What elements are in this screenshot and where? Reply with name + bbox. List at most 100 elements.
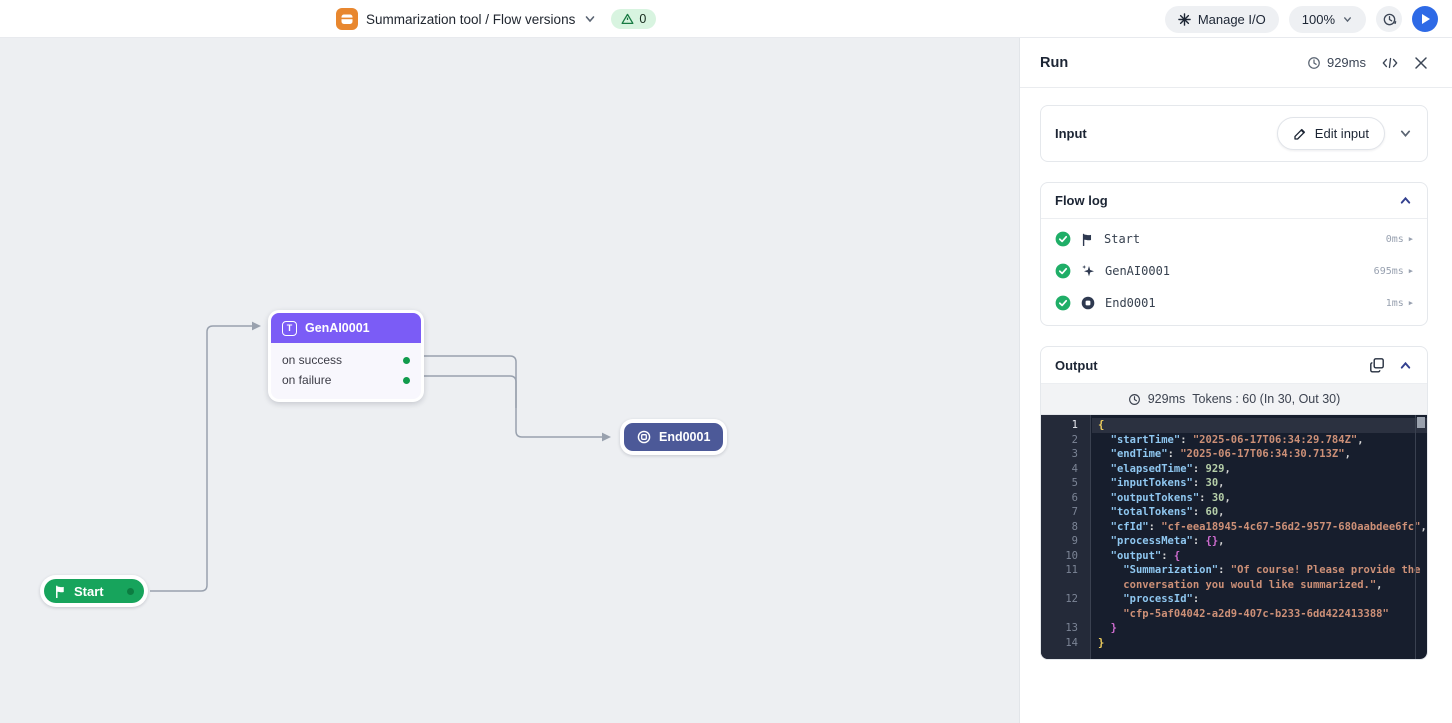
node-start[interactable]: Start [40, 575, 148, 607]
expand-triangle-icon: ▶ [1408, 235, 1413, 243]
copy-output-button[interactable] [1369, 357, 1385, 373]
code-gutter [1041, 415, 1091, 659]
chevron-down-icon [1344, 16, 1351, 22]
flow-log-node-duration[interactable]: 1ms▶ [1385, 297, 1413, 309]
code-line: 12 "processId": [1065, 593, 1200, 605]
node-genai-header[interactable]: T GenAI0001 [271, 313, 421, 343]
run-flow-button[interactable] [1412, 6, 1438, 32]
output-json-viewer[interactable]: 1{2 "startTime": "2025-06-17T06:34:29.78… [1041, 415, 1427, 659]
output-duration: 929ms [1147, 392, 1186, 406]
code-line: 7 "totalTokens": 60, [1071, 506, 1225, 518]
edit-input-label: Edit input [1314, 126, 1369, 141]
warning-triangle-icon [621, 13, 634, 24]
flow-log-collapse-chevron-up-icon[interactable] [1398, 193, 1413, 208]
port-on-success-label: on success [282, 353, 343, 367]
input-section-title: Input [1055, 126, 1087, 141]
play-icon [1422, 14, 1430, 24]
success-check-icon [1055, 295, 1071, 311]
code-line: 2 "startTime": "2025-06-17T06:34:29.784Z… [1071, 433, 1364, 446]
node-genai[interactable]: T GenAI0001 on success on failure [268, 310, 424, 402]
pencil-icon [1294, 128, 1305, 140]
asterisk-icon [1178, 12, 1191, 26]
code-line: 11 "Summarization": "Of course! Please p… [1065, 564, 1421, 576]
code-line: 5 "inputTokens": 30, [1071, 477, 1225, 489]
output-section: Output 929ms Tokens : 60 (In 30, Out 30)… [1040, 346, 1428, 660]
port-on-failure-label: on failure [282, 373, 332, 387]
flow-log-row-start[interactable]: Start 0ms▶ [1041, 223, 1427, 255]
clock-history-icon [1383, 13, 1396, 25]
flow-log-title: Flow log [1055, 193, 1108, 208]
node-end[interactable]: End0001 [620, 419, 728, 455]
zoom-level-dropdown[interactable]: 100% [1288, 5, 1366, 33]
output-tokens: Tokens : 60 (In 30, Out 30) [1192, 392, 1341, 406]
close-panel-button[interactable] [1414, 56, 1428, 70]
code-line: 9 "processMeta": {}, [1071, 535, 1225, 547]
manage-io-label: Manage I/O [1197, 11, 1266, 27]
flow-edges [150, 321, 611, 592]
code-icon [1382, 57, 1398, 68]
code-line: 3 "endTime": "2025-06-17T06:34:30.713Z", [1071, 448, 1351, 460]
flow-log-node-name: Start [1104, 232, 1141, 246]
clock-icon [1308, 56, 1320, 69]
copy-icon [1370, 358, 1384, 373]
run-history-button[interactable] [1376, 6, 1402, 32]
flow-log-row-end[interactable]: End0001 1ms▶ [1041, 287, 1427, 319]
code-line: 10 "output": { [1065, 549, 1181, 562]
arrowhead-genai [252, 321, 261, 331]
node-start-label: Start [74, 583, 104, 599]
edge-genai-failure-to-end[interactable] [407, 375, 517, 408]
clock-icon [1128, 393, 1140, 405]
expand-triangle-icon: ▶ [1408, 299, 1413, 307]
flow-log-section: Flow log Start 0ms▶ [1040, 182, 1428, 326]
code-line: "cfp-5af04042-a2d9-407c-b233-6dd42241338… [1123, 607, 1389, 620]
node-end-label: End0001 [659, 430, 711, 444]
expand-triangle-icon: ▶ [1408, 267, 1413, 275]
close-icon [1415, 56, 1427, 69]
flow-title-chevron-down-icon[interactable] [583, 12, 597, 26]
code-scrollbar[interactable] [1415, 415, 1427, 659]
warnings-count: 0 [639, 12, 647, 26]
code-body: 1{2 "startTime": "2025-06-17T06:34:29.78… [1041, 415, 1427, 656]
code-line: 8 "cfId": "cf-eea18945-4c67-56d2-9577-68… [1071, 520, 1427, 533]
flag-icon [1081, 233, 1094, 246]
flow-log-header[interactable]: Flow log [1041, 183, 1427, 219]
output-title: Output [1055, 357, 1098, 373]
edge-genai-success-to-end[interactable] [407, 355, 602, 438]
flow-log-node-duration[interactable]: 695ms▶ [1373, 265, 1413, 277]
code-line: 6 "outputTokens": 30, [1071, 491, 1231, 504]
flow-canvas[interactable]: Start T GenAI0001 on success on failure [0, 38, 1020, 723]
flow-log-row-genai[interactable]: GenAI0001 695ms▶ [1041, 255, 1427, 287]
stop-icon [1081, 296, 1095, 310]
flow-log-node-name: End0001 [1105, 296, 1156, 310]
top-bar-actions: Manage I/O 100% [1164, 0, 1438, 38]
output-collapse-chevron-up-icon[interactable] [1398, 358, 1413, 373]
view-code-button[interactable] [1382, 56, 1398, 70]
flow-log-node-duration[interactable]: 0ms▶ [1385, 233, 1413, 245]
code-line: 1{ [1041, 418, 1427, 433]
node-genai-label: GenAI0001 [305, 321, 370, 335]
run-panel-title: Run [1040, 54, 1069, 71]
edit-input-button[interactable]: Edit input [1276, 117, 1385, 150]
success-check-icon [1055, 231, 1071, 247]
flow-app-icon [336, 8, 358, 30]
port-on-success[interactable] [403, 356, 410, 364]
manage-io-button[interactable]: Manage I/O [1164, 5, 1279, 33]
input-expand-chevron-down-icon[interactable] [1398, 126, 1413, 141]
port-on-failure[interactable] [403, 376, 410, 384]
node-start-output-port[interactable] [127, 587, 134, 595]
run-duration: 929ms [1307, 55, 1366, 70]
run-panel: Run 929ms Input [1020, 38, 1452, 723]
zoom-level-value: 100% [1301, 11, 1335, 27]
top-bar: Summarization tool / Flow versions 0 Man… [0, 0, 1452, 38]
warnings-badge[interactable]: 0 [611, 9, 657, 29]
code-scrollbar-thumb[interactable] [1417, 417, 1425, 428]
output-stats-bar: 929ms Tokens : 60 (In 30, Out 30) [1041, 384, 1427, 415]
output-header[interactable]: Output [1041, 347, 1427, 384]
success-check-icon [1055, 263, 1071, 279]
arrowhead-end [602, 432, 611, 442]
edge-start-to-genai[interactable] [150, 325, 252, 592]
sparkles-icon [1081, 264, 1095, 278]
flow-title-group: Summarization tool / Flow versions 0 [336, 0, 657, 38]
text-gen-icon: T [282, 320, 297, 336]
code-line: conversation you would like summarized."… [1123, 578, 1383, 591]
